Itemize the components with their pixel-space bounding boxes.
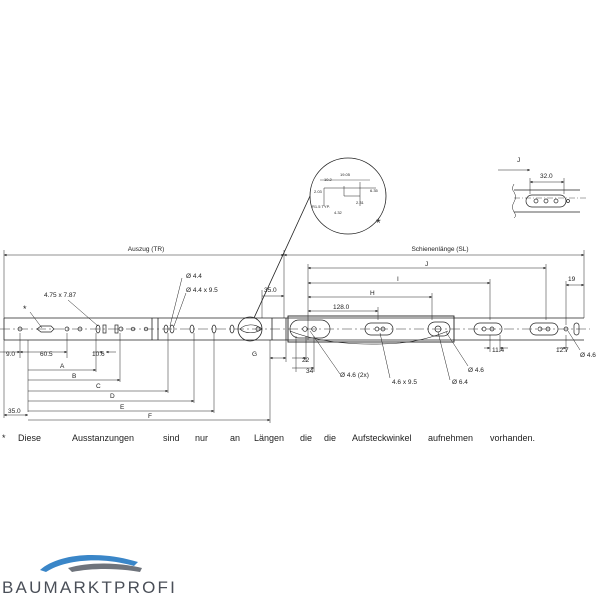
footnote-word: Ausstanzungen [72,433,135,443]
dimension-labels: Auszug (TR) Schienenlänge (SL) 4.75 x 7.… [6,157,596,420]
label-dim-128: 128.0 [333,304,350,311]
label-dim-114: 11.4 [492,347,505,354]
dimension-lines [0,250,585,423]
label-dim-127: 12.7 [556,347,569,354]
label-d44: Ø 4.4 [186,273,202,280]
label-d46-right: Ø 4.6 [468,367,484,374]
label-top-j: J [517,157,520,164]
footnote-word: an [230,433,241,443]
label-dim-a: A [60,363,65,370]
label-dim-19: 19 [568,276,576,283]
label-d64: Ø 6.4 [452,379,468,386]
label-dim-106: 10.6 [92,351,105,358]
label-slot-size: 4.75 x 7.87 [44,292,77,299]
label-det-203: 2.03 [314,189,323,194]
footnote-word: die [300,433,313,443]
label-dim-c: C [96,383,101,390]
label-dim-605: 60.5 [40,351,53,358]
label-dim-d: D [110,393,115,400]
footnote-word: die [324,433,337,443]
label-dim-i: I [397,276,399,283]
footnote-word: nur [195,433,209,443]
label-star-left: * [23,304,27,314]
label-dim-e: E [120,404,125,411]
label-det-231: 2.31 [356,200,365,205]
label-d44x95: Ø 4.4 x 9.5 [186,287,218,294]
label-auszug: Auszug (TR) [128,246,164,253]
footnote-word: Aufsteckwinkel [352,433,412,443]
logo-swoosh-icon [40,555,142,572]
label-top-320: 32.0 [540,173,553,180]
rail-holes [17,319,580,339]
label-d46-2x: Ø 4.6 (2x) [340,372,369,379]
label-d46x95: 4.6 x 9.5 [392,379,417,386]
section-view [498,168,588,219]
footnote-word: Diese [18,433,42,443]
detail-labels: 19.05 6.35 2.03 10.2 4.32 2.31 R1.5 TYP. [312,172,379,215]
footnote-word: sind [163,433,180,443]
label-star-detail: * [376,216,381,230]
footnote-star: * [2,433,6,443]
logo: BAUMARKTPROFI [0,548,180,600]
label-dim-b: B [72,373,76,380]
footnote: * Diese Ausstanzungen sind nur an Längen… [0,433,600,447]
label-det-635: 6.35 [370,188,379,193]
label-dim-22: 22 [302,357,310,364]
label-schienenlaenge: Schienenlänge (SL) [411,246,468,253]
footnote-word: Längen [254,433,285,443]
label-dim-34: 34 [306,368,314,375]
label-d46-end: Ø 4.6 [580,352,596,359]
label-det-r: R1.5 TYP. [312,204,330,209]
label-dim-f: F [148,413,152,420]
footnote-word: aufnehmen [428,433,474,443]
footnote-word: vorhanden. [490,433,536,443]
label-dim-35a: 35.0 [264,287,277,294]
label-dim-35b: 35.0 [8,408,21,415]
label-det-1905: 19.05 [340,172,351,177]
label-dim-h: H [370,290,375,297]
detail-callout [237,157,387,342]
label-dim-g: G [252,351,257,358]
label-dim-9: 9.0 [6,351,15,358]
logo-text: BAUMARKTPROFI [2,578,178,597]
label-det-432: 4.32 [334,210,343,215]
label-det-1016: 10.2 [324,177,333,182]
label-dim-j: J [425,261,428,268]
